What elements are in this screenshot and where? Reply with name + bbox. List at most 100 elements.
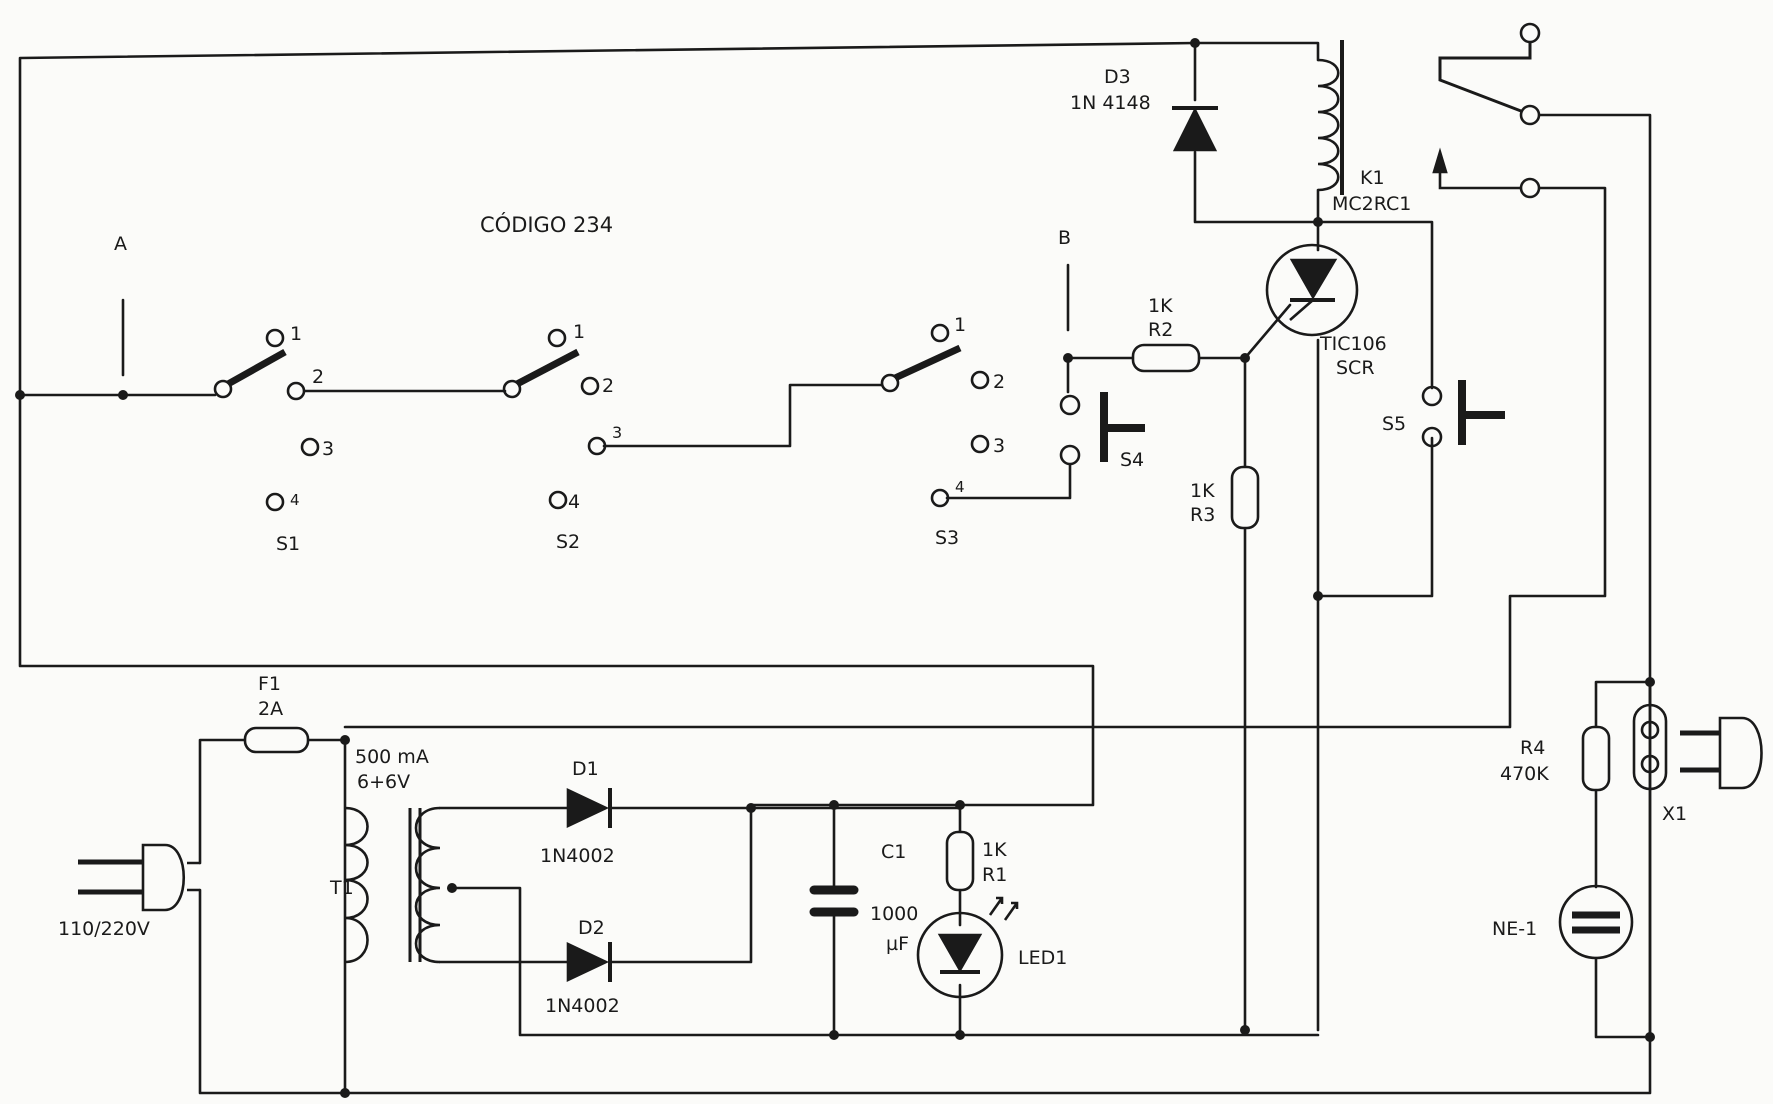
outlet-body (1632, 703, 1668, 791)
button-actuator (1458, 380, 1505, 445)
pushbutton-s4 (1059, 392, 1145, 466)
resistor-r3 (1230, 465, 1260, 530)
wire-s3-to-s4 (945, 463, 1072, 500)
outlet-x1 (1632, 703, 1763, 791)
led-light-arrow (1003, 901, 1019, 921)
s2-label: S2 (556, 531, 580, 553)
junction-dot (1313, 591, 1323, 601)
top-wire (18, 41, 1197, 397)
r1-value: 1K (982, 839, 1007, 861)
d2-name: D2 (578, 917, 605, 939)
wire-mains-fuse (306, 738, 347, 1092)
d3-part: 1N 4148 (1070, 92, 1151, 114)
k1-part: MC2RC1 (1332, 193, 1411, 215)
wire-relay-nc (343, 186, 1607, 729)
r2-value: 1K (1148, 295, 1173, 317)
junction-dot (1645, 677, 1655, 687)
switch-common-contact (880, 373, 900, 393)
neon-body (1558, 884, 1634, 960)
r4-name: R4 (1520, 737, 1545, 759)
scr-tic106 (1265, 243, 1359, 337)
resistors (243, 343, 1611, 892)
r2-name: R2 (1148, 319, 1173, 341)
outlet-socket (1640, 754, 1660, 774)
r4-value: 470K (1500, 763, 1549, 785)
point-a-label: A (114, 233, 127, 255)
switch-contact (548, 490, 568, 510)
junction-dot (955, 1030, 965, 1040)
plug-lead (187, 861, 200, 892)
c1-unit: µF (886, 933, 909, 955)
diode-d3 (1172, 106, 1218, 152)
junction-dot (1190, 38, 1200, 48)
outlet-label: X1 (1662, 803, 1687, 825)
c1-name: C1 (881, 841, 906, 863)
scr-gate (1289, 299, 1314, 321)
transformer-t1 (344, 806, 441, 964)
junction-dot (829, 800, 839, 810)
t1-current: 500 mA (355, 746, 429, 768)
fuse-f1 (243, 726, 310, 754)
led-name: LED1 (1018, 947, 1067, 969)
relay-contact-common (1519, 104, 1541, 126)
scr-type: SCR (1336, 357, 1375, 379)
d3-name: D3 (1104, 66, 1131, 88)
pushbutton-s5 (1421, 380, 1505, 448)
switch-common-contact (502, 379, 522, 399)
switch-lever (515, 348, 580, 388)
wire-coil-top (1193, 41, 1320, 62)
diode-triangle (566, 941, 610, 983)
junction-dot (955, 800, 965, 810)
labels: CÓDIGO 234 A B 1 2 3 4 S1 1 2 3 4 S2 1 2… (58, 66, 1687, 1017)
switch-contact (970, 370, 990, 390)
wire-d3-bottom (1193, 150, 1320, 224)
relay-k1 (1317, 22, 1541, 199)
s3-pos3: 3 (993, 435, 1005, 457)
f1-value: 2A (258, 698, 283, 720)
junctions (15, 38, 1655, 1098)
button-contact (1421, 426, 1443, 448)
s1-pos4: 4 (290, 491, 300, 509)
switch-s2 (502, 328, 607, 510)
led-light-arrow (988, 896, 1004, 916)
mains-plug (78, 843, 200, 912)
button-contact (1059, 444, 1081, 466)
switch-contact (970, 434, 990, 454)
junction-dot (340, 735, 350, 745)
mains-label: 110/220V (58, 918, 150, 940)
t1-voltage: 6+6V (357, 771, 410, 793)
relay-contact-no (1519, 22, 1541, 44)
r3-name: R3 (1190, 504, 1215, 526)
junction-dot (829, 1030, 839, 1040)
switch-contact (265, 328, 285, 348)
r1-name: R1 (982, 864, 1007, 886)
plug-body (141, 843, 185, 912)
wire-s2-s3 (602, 383, 884, 448)
s4-label: S4 (1120, 449, 1144, 471)
switch-contact (265, 492, 285, 512)
r3-value: 1K (1190, 480, 1215, 502)
s1-pos3: 3 (322, 438, 334, 460)
k1-name: K1 (1360, 167, 1385, 189)
d1-part: 1N4002 (540, 845, 615, 867)
wire-anode-to-s5 (1316, 220, 1434, 390)
scr-body (1265, 243, 1359, 337)
switch-s1 (213, 328, 320, 512)
switch-lever (893, 344, 962, 382)
switch-contact (930, 488, 950, 508)
resistor-r4 (1581, 725, 1611, 792)
wire-mains-top (198, 738, 247, 865)
resistor-r2 (1131, 343, 1201, 373)
outlet-socket (1640, 720, 1660, 740)
diode-triangle (566, 787, 610, 829)
button-contact (1421, 385, 1443, 407)
wire-left-loop (18, 393, 1095, 807)
s2-pos2: 2 (602, 375, 614, 397)
t1-name: T1 (329, 877, 354, 899)
diode-triangle (1172, 107, 1218, 152)
junction-dot (340, 1088, 350, 1098)
wire-d2-out (610, 806, 753, 964)
s1-pos1: 1 (290, 323, 302, 345)
s3-pos2: 2 (993, 371, 1005, 393)
button-contact (1059, 394, 1081, 416)
